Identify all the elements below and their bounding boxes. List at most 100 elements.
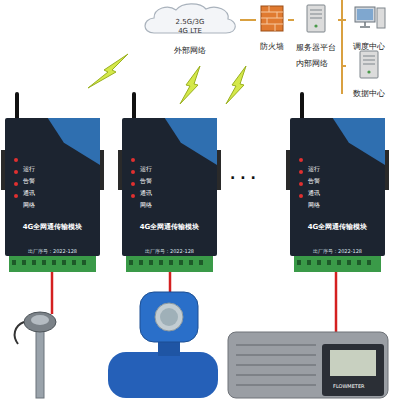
led-label: 网络 bbox=[308, 202, 320, 209]
led-label: 运行 bbox=[140, 166, 152, 173]
transmission-module: 运行告警通讯网络 4G全网通传输模块出厂序号：2022-128 bbox=[5, 118, 100, 256]
network-link bbox=[338, 20, 346, 66]
flowmeter bbox=[108, 292, 218, 398]
text-slot: 运行 bbox=[23, 156, 35, 175]
text-slot: 4G LTE bbox=[140, 18, 240, 37]
terminal-strip bbox=[129, 260, 203, 265]
terminal-strip bbox=[294, 256, 381, 272]
sensor-probe bbox=[31, 315, 49, 325]
led-label: 告警 bbox=[308, 178, 320, 185]
led-label: 网络 bbox=[23, 202, 35, 209]
data-center: 数据中心 bbox=[346, 50, 392, 94]
network-type: 2.5G/3G bbox=[176, 18, 205, 26]
motor-flowmeter bbox=[236, 345, 316, 385]
text-slot: 调度中心 bbox=[346, 34, 392, 53]
text-slot: 外部网络 bbox=[140, 38, 240, 57]
module-title: 4G全网通传输模块 bbox=[23, 223, 83, 231]
serial-number: 出厂序号：2022-128 bbox=[28, 249, 77, 255]
flowmeter bbox=[108, 352, 218, 398]
transmission-module-icon bbox=[122, 118, 217, 256]
network-label: 外部网络 bbox=[174, 46, 206, 55]
dispatch-center: 调度中心 bbox=[346, 4, 392, 46]
network-link bbox=[288, 20, 294, 21]
text-slot: 出厂序号：2022-128 bbox=[290, 238, 385, 257]
text-slot: 网络 bbox=[308, 192, 320, 211]
device-label: 服务器平台 bbox=[296, 43, 336, 52]
transmission-module-icon bbox=[5, 118, 100, 256]
text-slot: 数据中心 bbox=[346, 81, 392, 100]
led-label: 通讯 bbox=[308, 190, 320, 197]
sensor-probe bbox=[15, 312, 56, 398]
antenna bbox=[300, 92, 304, 120]
antenna bbox=[132, 92, 136, 120]
data-center-icon bbox=[346, 50, 392, 94]
terminal-strip bbox=[126, 256, 213, 272]
sensor-probe bbox=[15, 322, 24, 344]
text-slot: 通讯 bbox=[23, 180, 35, 199]
device-label: 防火墙 bbox=[260, 42, 284, 51]
signal-wire bbox=[51, 272, 54, 314]
network-type: 4G LTE bbox=[178, 27, 202, 35]
text-slot: 4G全网通传输模块 bbox=[5, 214, 100, 233]
text-slot: 通讯 bbox=[308, 180, 320, 199]
terminal-strip bbox=[297, 260, 371, 265]
transmission-module: 运行告警通讯网络 4G全网通传输模块出厂序号：2022-128 bbox=[290, 118, 385, 256]
device-label: 数据中心 bbox=[353, 89, 385, 98]
transmission-module: 运行告警通讯网络 4G全网通传输模块出厂序号：2022-128 bbox=[122, 118, 217, 256]
led-label: 通讯 bbox=[23, 190, 35, 197]
text-slot: 运行 bbox=[140, 156, 152, 175]
led-label: 运行 bbox=[23, 166, 35, 173]
led-label: 网络 bbox=[140, 202, 152, 209]
wireless-bolt bbox=[180, 66, 200, 104]
terminal-strip bbox=[9, 256, 381, 272]
module-title: 4G全网通传输模块 bbox=[308, 223, 368, 231]
text-slot: 告警 bbox=[140, 168, 152, 187]
ellipsis: · · · bbox=[230, 170, 256, 186]
led-label: 运行 bbox=[308, 166, 320, 173]
module-title: 4G全网通传输模块 bbox=[140, 223, 200, 231]
flowmeter bbox=[160, 308, 178, 326]
server: 服务器平台 bbox=[294, 4, 338, 48]
antenna bbox=[15, 92, 304, 120]
flowmeter bbox=[140, 292, 198, 342]
text-slot: 通讯 bbox=[140, 180, 152, 199]
wireless-bolt bbox=[88, 54, 246, 104]
motor-flowmeter bbox=[330, 350, 376, 376]
text-slot: 防火墙 bbox=[256, 34, 288, 53]
firewall-icon bbox=[256, 4, 288, 48]
sensor-probe bbox=[24, 312, 56, 332]
server-icon bbox=[294, 4, 338, 48]
text-slot: 出厂序号：2022-128 bbox=[122, 238, 217, 257]
wireless-bolt bbox=[88, 54, 128, 88]
text-slot: 4G全网通传输模块 bbox=[122, 214, 217, 233]
serial-number: 出厂序号：2022-128 bbox=[313, 249, 362, 255]
motor-flowmeter bbox=[228, 332, 388, 398]
text-slot: 运行 bbox=[308, 156, 320, 175]
motor-flowmeter bbox=[228, 332, 388, 398]
wireless-bolt bbox=[226, 66, 246, 104]
signal-wire bbox=[335, 272, 338, 333]
text-slot: 出厂序号：2022-128 bbox=[5, 238, 100, 257]
text-slot: 2.5G/3G bbox=[140, 9, 240, 28]
network-link bbox=[240, 20, 256, 21]
network-cloud: 2.5G/3G4G LTE外部网络 bbox=[140, 2, 240, 50]
serial-number: 出厂序号：2022-128 bbox=[145, 249, 194, 255]
network-label: 内部网络 bbox=[296, 58, 328, 69]
text-slot: 4G全网通传输模块 bbox=[290, 214, 385, 233]
antenna bbox=[15, 92, 19, 120]
motor-flowmeter bbox=[322, 344, 384, 396]
led-label: 告警 bbox=[140, 178, 152, 185]
text-slot: 网络 bbox=[140, 192, 152, 211]
terminal-strip bbox=[12, 260, 86, 265]
transmission-module-icon bbox=[290, 118, 385, 256]
text-slot: 告警 bbox=[23, 168, 35, 187]
dispatch-center-icon bbox=[346, 4, 392, 46]
text-slot: 服务器平台 bbox=[294, 35, 338, 54]
signal-wire bbox=[169, 272, 172, 292]
text-slot: 告警 bbox=[308, 168, 320, 187]
flowmeter bbox=[155, 303, 183, 331]
led-label: 通讯 bbox=[140, 190, 152, 197]
led-label: 告警 bbox=[23, 178, 35, 185]
device-label: 调度中心 bbox=[353, 42, 385, 51]
